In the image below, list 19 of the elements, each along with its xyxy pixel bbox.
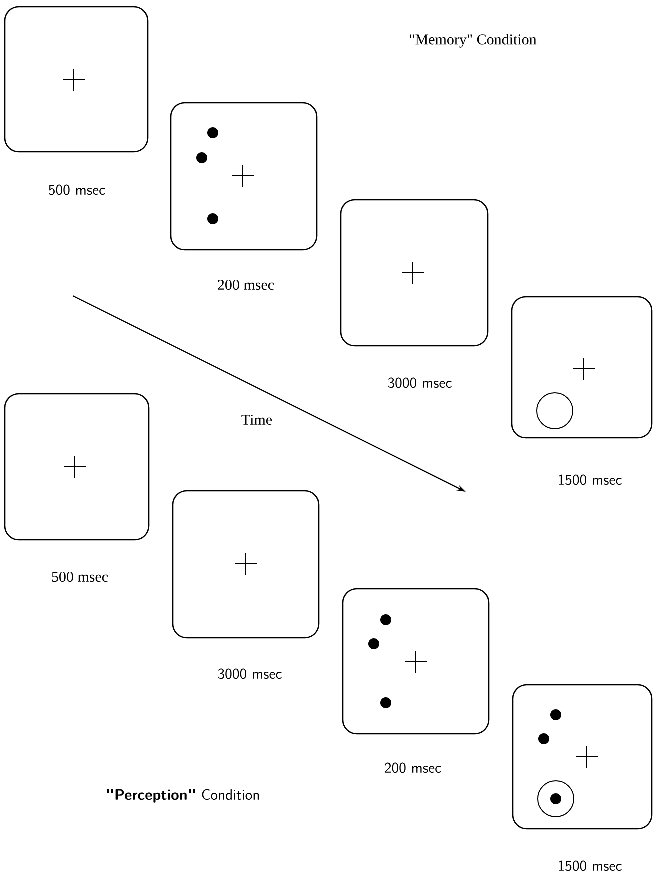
duration-label: 3000 msec [218,668,282,680]
label-text: "Memory" Condition [410,34,537,48]
duration-label: 1500 msec [559,860,622,872]
duration-label: 200 msec [385,762,442,774]
screen-box [172,490,320,639]
screen-box [511,296,653,439]
screen-box [512,684,653,830]
duration-label: 1500 msec [559,474,622,486]
duration-label: 3000 msec [388,378,452,388]
screen-box [4,393,150,541]
axis-label: Time [242,414,272,426]
screen-box [170,102,318,251]
condition-label: "Perception" Condition [107,789,260,803]
duration-label: 500 msec [48,184,106,196]
duration-label: 200 msec [218,280,274,290]
screen-box [4,6,149,153]
screen-box [340,199,489,347]
screen-box [342,588,490,735]
duration-label: 500 msec [52,572,108,582]
